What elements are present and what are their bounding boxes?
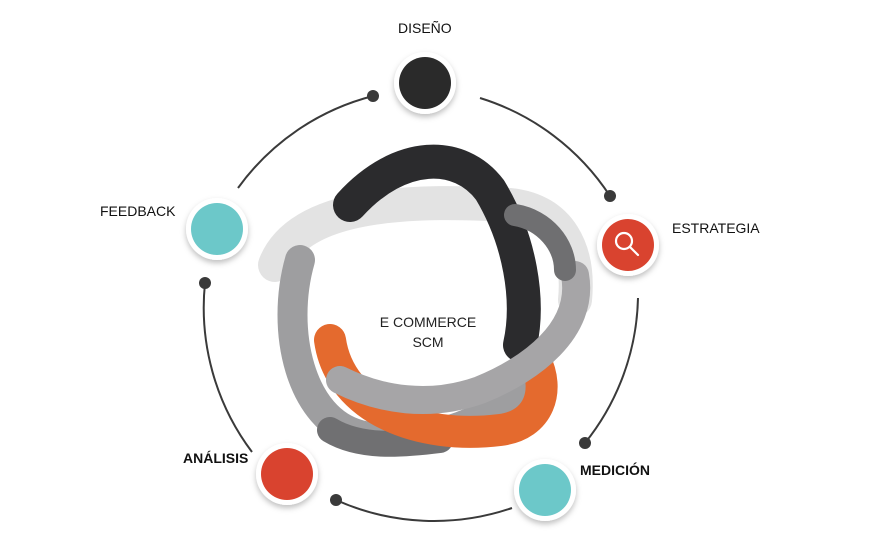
node-estrategia xyxy=(597,214,659,276)
arc-estrategia-medicion xyxy=(584,297,639,444)
arc-diseno-estrategia xyxy=(479,97,611,197)
node-feedback xyxy=(186,198,248,260)
stage-label-diseno: DISEÑO xyxy=(398,20,452,36)
arc-dot xyxy=(367,90,379,102)
node-medicion-circle xyxy=(519,464,571,516)
cycle-arc-dots xyxy=(199,90,616,506)
magnifier-icon xyxy=(614,231,640,257)
ribbon-black xyxy=(333,144,541,362)
arc-medicion-analisis xyxy=(335,499,513,522)
ribbon-gray-top xyxy=(504,204,576,281)
arc-dot xyxy=(579,437,591,449)
node-estrategia-circle xyxy=(602,219,654,271)
arc-dot xyxy=(604,190,616,202)
cycle-arcs xyxy=(202,95,639,522)
arc-feedback-diseno xyxy=(237,95,374,189)
stage-label-analisis: ANÁLISIS xyxy=(183,450,249,466)
stage-label-estrategia: ESTRATEGIA xyxy=(672,220,760,236)
arc-dot xyxy=(330,494,342,506)
stage-label-feedback: FEEDBACK xyxy=(100,203,176,219)
node-feedback-circle xyxy=(191,203,243,255)
center-label-line2: SCM xyxy=(412,334,444,350)
node-medicion xyxy=(514,459,576,521)
node-diseno xyxy=(394,52,456,114)
node-analisis xyxy=(256,443,318,505)
arc-dot xyxy=(199,277,211,289)
center-label: E COMMERCE SCM xyxy=(338,312,518,352)
ribbon-mid-gray-right xyxy=(326,261,591,415)
ribbon-knot xyxy=(258,144,593,457)
node-diseno-circle xyxy=(399,57,451,109)
node-analisis-circle xyxy=(261,448,313,500)
arc-analisis-feedback xyxy=(202,282,253,453)
stage-label-medicion: MEDICIÓN xyxy=(580,462,650,478)
center-label-line1: E COMMERCE xyxy=(379,314,477,330)
